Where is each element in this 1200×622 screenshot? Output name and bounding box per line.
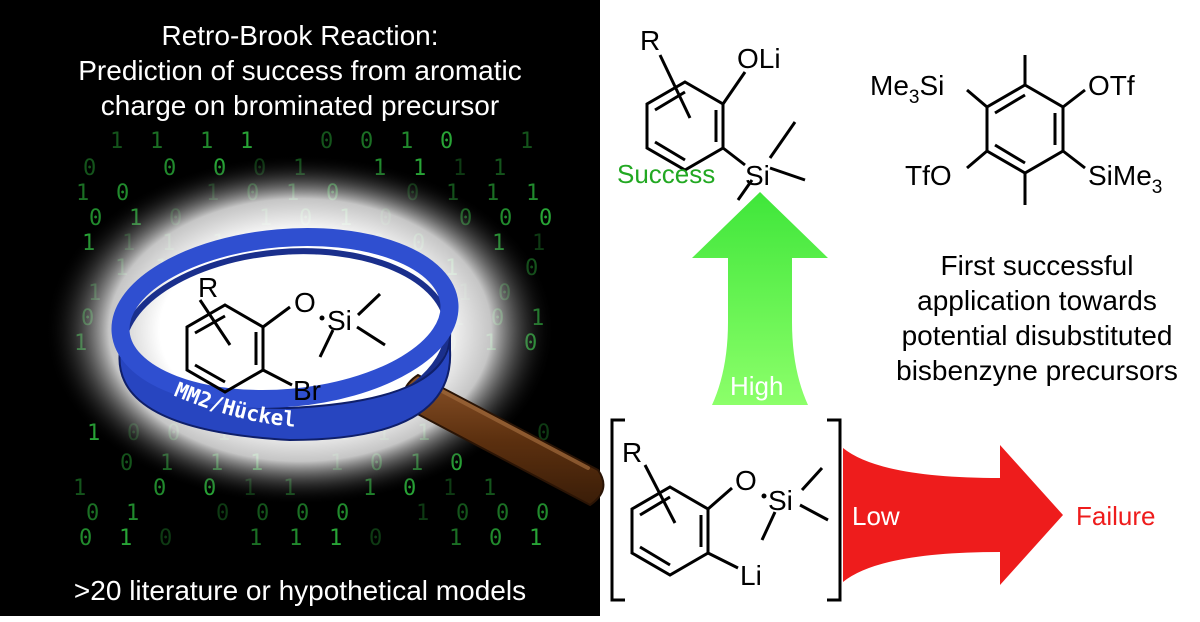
binary-digit: 0 [163, 156, 176, 181]
magnifier-handle [403, 373, 605, 507]
binary-digit: 0 [153, 476, 166, 501]
binary-digit: 1 [493, 156, 506, 181]
bisbenzyne-tms-right: SiMe3 [1088, 160, 1162, 198]
caption-line-1: First successful [941, 250, 1134, 281]
binary-digit: 0 [79, 526, 92, 551]
success-substituent: R [640, 25, 660, 56]
binary-digit: 0 [83, 156, 96, 181]
binary-digit: 1 [486, 181, 499, 206]
low-arrow [843, 445, 1063, 585]
binary-digit: 1 [449, 526, 462, 551]
binary-digit: 1 [200, 129, 213, 154]
binary-digit: 1 [289, 526, 302, 551]
binary-digit: 1 [483, 476, 496, 501]
left-panel-footer: >20 literature or hypothetical models [74, 575, 526, 606]
binary-digit: 1 [329, 526, 342, 551]
binary-digit: 0 [536, 501, 549, 526]
binary-digit: 0 [320, 129, 333, 154]
binary-digit: 0 [116, 181, 129, 206]
binary-digit: 0 [86, 501, 99, 526]
bisbenzyne-otf-right: OTf [1088, 70, 1135, 101]
binary-digit: 0 [489, 526, 502, 551]
bisbenzyne-otf-left: TfO [905, 160, 952, 191]
precursor-halogen: Br [293, 375, 321, 406]
binary-digit: 1 [126, 501, 139, 526]
caption-line-3: potential disubstituted [902, 320, 1173, 351]
binary-digit: 0 [496, 501, 509, 526]
binary-digit: 0 [440, 129, 453, 154]
intermediate-silicon: Si [768, 485, 793, 516]
precursor-substituent: R [198, 272, 218, 303]
binary-digit: 1 [249, 526, 262, 551]
binary-digit: 1 [526, 181, 539, 206]
binary-digit: 0 [369, 526, 382, 551]
title-line-1: Retro-Brook Reaction: [161, 20, 438, 51]
radical-dot [319, 315, 325, 321]
aryllithium-intermediate [630, 464, 829, 577]
precursor-silicon: Si [327, 305, 352, 336]
binary-digit: 1 [240, 129, 253, 154]
binary-digit: 1 [443, 476, 456, 501]
caption-line-4: bisbenzyne precursors [896, 355, 1178, 386]
success-silicon: Si [745, 160, 770, 191]
binary-digit: 0 [360, 129, 373, 154]
caption-line-2: application towards [917, 285, 1157, 316]
intermediate-dot [761, 493, 767, 499]
success-product [645, 54, 806, 201]
success-alkoxide: OLi [737, 43, 781, 74]
title-line-3: charge on brominated precursor [101, 90, 499, 121]
binary-digit: 1 [73, 476, 86, 501]
high-arrow-label: High [730, 371, 783, 401]
binary-digit: 1 [400, 129, 413, 154]
intermediate-substituent: R [622, 437, 642, 468]
binary-digit: 0 [296, 501, 309, 526]
low-arrow-label: Low [852, 501, 900, 531]
binary-digit: 1 [150, 129, 163, 154]
intermediate-metal: Li [740, 560, 762, 591]
intermediate-bracket-left [610, 418, 625, 602]
binary-digit: 0 [216, 501, 229, 526]
binary-digit: 1 [453, 156, 466, 181]
bisbenzyne-precursor [966, 55, 1086, 205]
binary-digit: 1 [110, 129, 123, 154]
binary-digit: 1 [119, 526, 132, 551]
left-panel: 0101101110010111010011100110101001011010… [0, 0, 605, 616]
binary-digit: 1 [529, 526, 542, 551]
binary-digit: 1 [416, 501, 429, 526]
bisbenzyne-tms-left: Me3Si [870, 70, 944, 108]
binary-digit: 1 [532, 231, 545, 256]
binary-digit: 0 [256, 501, 269, 526]
intermediate-oxygen: O [735, 465, 757, 496]
binary-digit: 0 [539, 206, 552, 231]
precursor-oxygen: O [294, 287, 316, 318]
failure-label: Failure [1076, 501, 1155, 531]
brominated-precursor [185, 292, 386, 394]
binary-digit: 0 [159, 526, 172, 551]
intermediate-bracket-right [827, 418, 842, 602]
title-line-2: Prediction of success from aromatic [78, 55, 522, 86]
success-label: Success [617, 159, 715, 189]
binary-digit: 1 [520, 129, 533, 154]
binary-digit: 0 [456, 501, 469, 526]
binary-digit: 1 [76, 181, 89, 206]
high-arrow [692, 192, 828, 405]
binary-digit: 0 [336, 501, 349, 526]
